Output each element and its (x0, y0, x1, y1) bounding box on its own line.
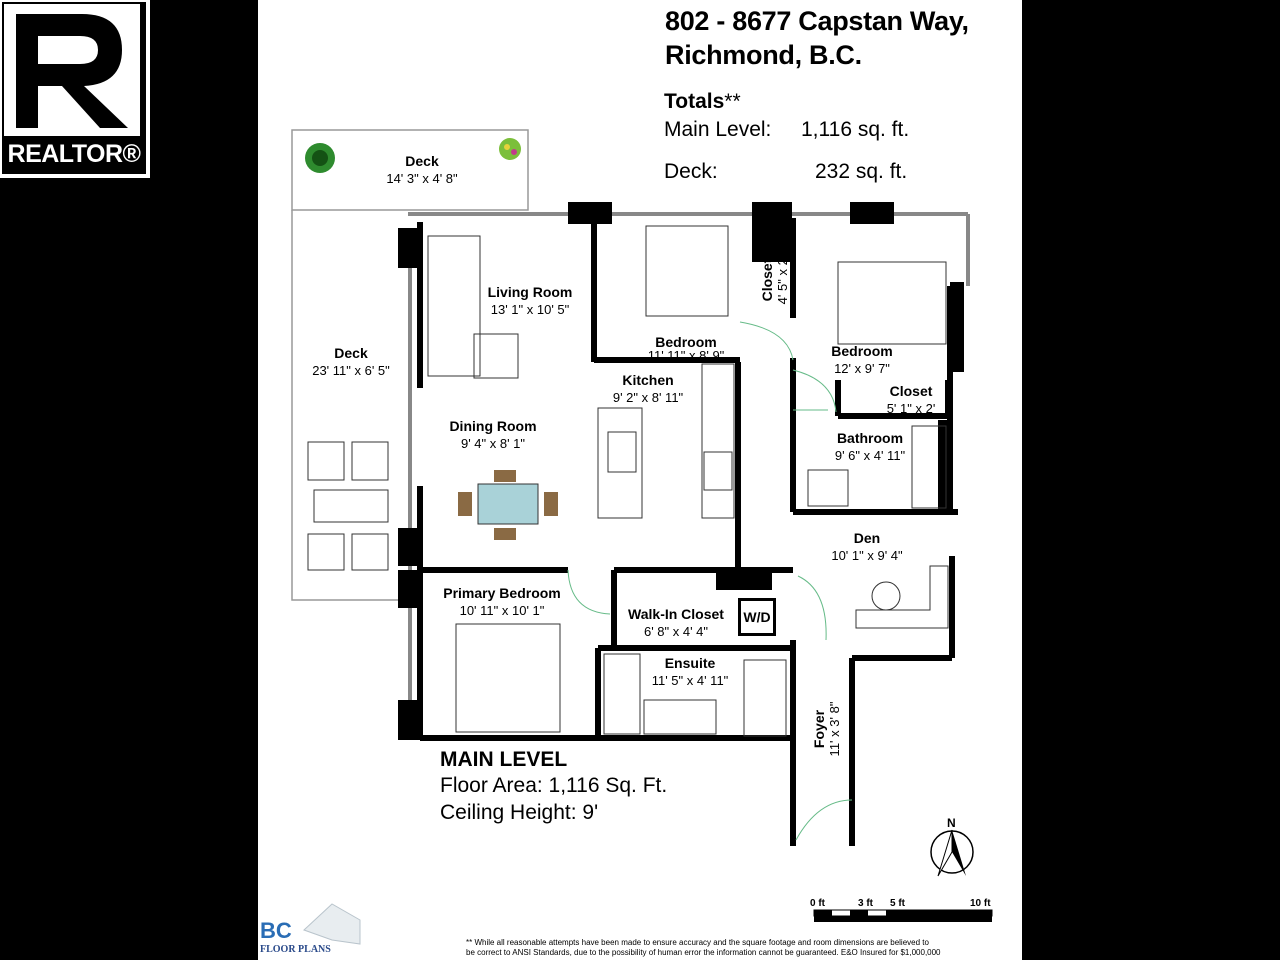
bedroom-1-label: Bedroom (655, 334, 717, 350)
totals-main-value: 1,116 sq. ft. (801, 118, 910, 141)
side-deck-outline (291, 210, 406, 601)
realtor-logo: REALTOR® (0, 0, 150, 178)
walk-in-closet-label: Walk-In Closet (628, 606, 724, 622)
deck-top-dims: 14' 3" x 4' 8" (386, 171, 458, 186)
living-room-label: Living Room (487, 284, 573, 300)
bedroom-1-dims: 11' 11" x 8' 9" (647, 348, 725, 363)
floor-area-text: Floor Area: 1,116 Sq. Ft. (440, 774, 668, 797)
deck-furniture (307, 441, 389, 571)
top-deck-outline (291, 129, 529, 211)
ensuite-label: Ensuite (664, 655, 716, 671)
kitchen-counters (597, 363, 735, 519)
door-swings (567, 321, 853, 841)
deck-top-label: Deck (405, 153, 439, 169)
totals-title: Totals** (664, 90, 741, 113)
house-logo-icon (303, 903, 361, 945)
scale-label-3: 3 ft (858, 898, 873, 909)
north-arrow (930, 829, 974, 877)
foyer-label: Foyer (811, 709, 827, 749)
bathroom-label: Bathroom (836, 430, 904, 446)
kitchen-dims: 9' 2" x 8' 11" (612, 390, 684, 405)
totals-deck-value: 232 sq. ft. (815, 160, 908, 183)
totals-main-label: Main Level: (664, 118, 772, 141)
closet-1-label: Closet (759, 258, 775, 302)
den-dims: 10' 1" x 9' 4" (831, 548, 903, 563)
deck-side-label: Deck (334, 345, 368, 361)
deck-side-dims: 23' 11" x 6' 5" (312, 363, 390, 378)
foyer-dims: 11' x 3' 8" (827, 701, 842, 757)
dining-room-label: Dining Room (449, 418, 537, 434)
primary-bedroom-dims: 10' 11" x 10' 1" (459, 603, 545, 618)
floor-plan-sheet: 802 - 8677 Capstan Way, Richmond, B.C. T… (258, 0, 1022, 960)
bedroom-2-dims: 12' x 9' 7" (834, 361, 890, 376)
washer-dryer-label: W/D (738, 598, 776, 636)
flower-pot-icon (499, 138, 521, 160)
beds (455, 225, 947, 733)
den-label: Den (853, 530, 881, 546)
scale-label-10: 10 ft (970, 898, 991, 909)
kitchen-label: Kitchen (622, 372, 674, 388)
bathroom-fixtures (603, 425, 947, 737)
living-room-sofa (427, 235, 519, 379)
realtor-wordmark: REALTOR® (7, 140, 141, 168)
closet-1-dims: 4' 5" x 2' (775, 255, 790, 305)
ceiling-height-text: Ceiling Height: 9' (440, 801, 599, 824)
totals-deck-label: Deck: (664, 160, 718, 183)
dining-table (458, 470, 558, 540)
closet-1-label-group: Closet 4' 5" x 2' (759, 240, 792, 320)
plant-icon (305, 143, 335, 173)
closet-2-label: Closet (889, 383, 933, 399)
bathroom-dims: 9' 6" x 4' 11" (834, 448, 906, 463)
scale-bar (813, 909, 993, 922)
main-level-title: MAIN LEVEL (440, 748, 568, 771)
walk-in-closet-dims: 6' 8" x 4' 4" (643, 624, 709, 639)
closet-2-dims: 5' 1" x 2' (886, 401, 936, 416)
address-line-1: 802 - 8677 Capstan Way, (665, 6, 969, 36)
floor-plan-drawing (291, 129, 993, 945)
scale-label-5: 5 ft (890, 898, 905, 909)
ensuite-dims: 11' 5" x 4' 11" (651, 673, 729, 688)
structural-columns (398, 202, 964, 740)
address-line-2: Richmond, B.C. (665, 40, 862, 70)
north-label: N (947, 816, 956, 830)
disclaimer-line-2: be correct to ANSI Standards, due to the… (466, 948, 941, 957)
primary-bedroom-label: Primary Bedroom (443, 585, 561, 601)
living-room-dims: 13' 1" x 10' 5" (490, 302, 570, 317)
dining-room-dims: 9' 4" x 8' 1" (460, 436, 526, 451)
disclaimer-line-1: ** While all reasonable attempts have be… (466, 938, 929, 947)
scale-label-0: 0 ft (810, 898, 825, 909)
floor-plans-logo-text: FLOOR PLANS (260, 944, 331, 955)
foyer-label-group: Foyer 11' x 3' 8" (811, 684, 845, 774)
den-desk (855, 565, 949, 629)
bedroom-2-label: Bedroom (831, 343, 893, 359)
bc-logo-text: BC (260, 918, 292, 943)
